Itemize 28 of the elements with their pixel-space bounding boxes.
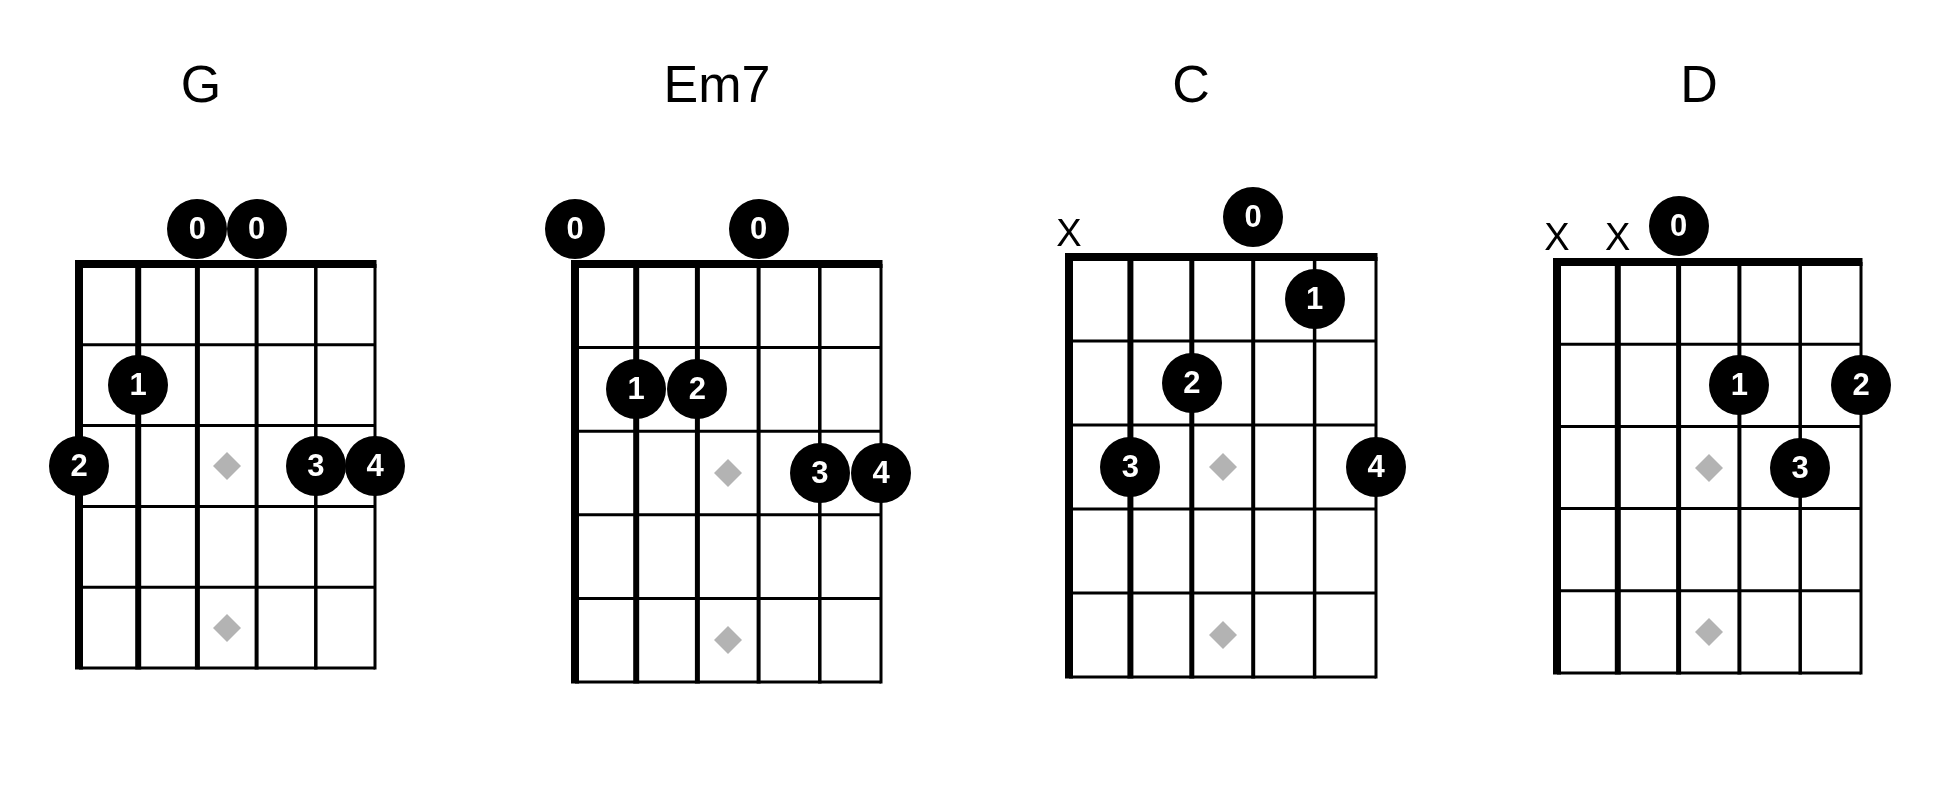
finger-dot: 3 [1770, 437, 1831, 498]
finger-dot: 2 [667, 359, 728, 420]
muted-string-mark: X [1056, 214, 1082, 252]
chord-name: G [180, 58, 222, 110]
finger-dot: 4 [1346, 437, 1406, 497]
finger-dot: 2 [49, 436, 109, 496]
open-string-dot: 0 [1223, 187, 1284, 247]
finger-dot: 1 [606, 359, 667, 420]
muted-string-mark: X [1544, 218, 1570, 256]
open-string-dot: 0 [545, 199, 605, 259]
finger-dot: 2 [1831, 355, 1891, 416]
open-string-dot: 0 [728, 199, 789, 259]
finger-dot: 1 [1284, 269, 1345, 329]
finger-dot: 3 [285, 436, 346, 496]
chord-name: D [1680, 58, 1718, 110]
open-string-dot: 0 [167, 199, 228, 259]
finger-dot: 2 [1161, 353, 1222, 413]
muted-string-mark: X [1605, 218, 1631, 256]
open-string-dot: 0 [226, 199, 287, 259]
finger-dot: 4 [851, 443, 911, 503]
finger-dot: 3 [789, 443, 850, 503]
chord-name: Em7 [663, 58, 771, 110]
finger-dot: 1 [1709, 355, 1770, 416]
finger-dot: 3 [1100, 437, 1161, 497]
open-string-dot: 0 [1648, 196, 1709, 256]
finger-dot: 4 [345, 436, 405, 496]
chord-name: C [1172, 58, 1210, 110]
finger-dot: 1 [108, 355, 169, 416]
